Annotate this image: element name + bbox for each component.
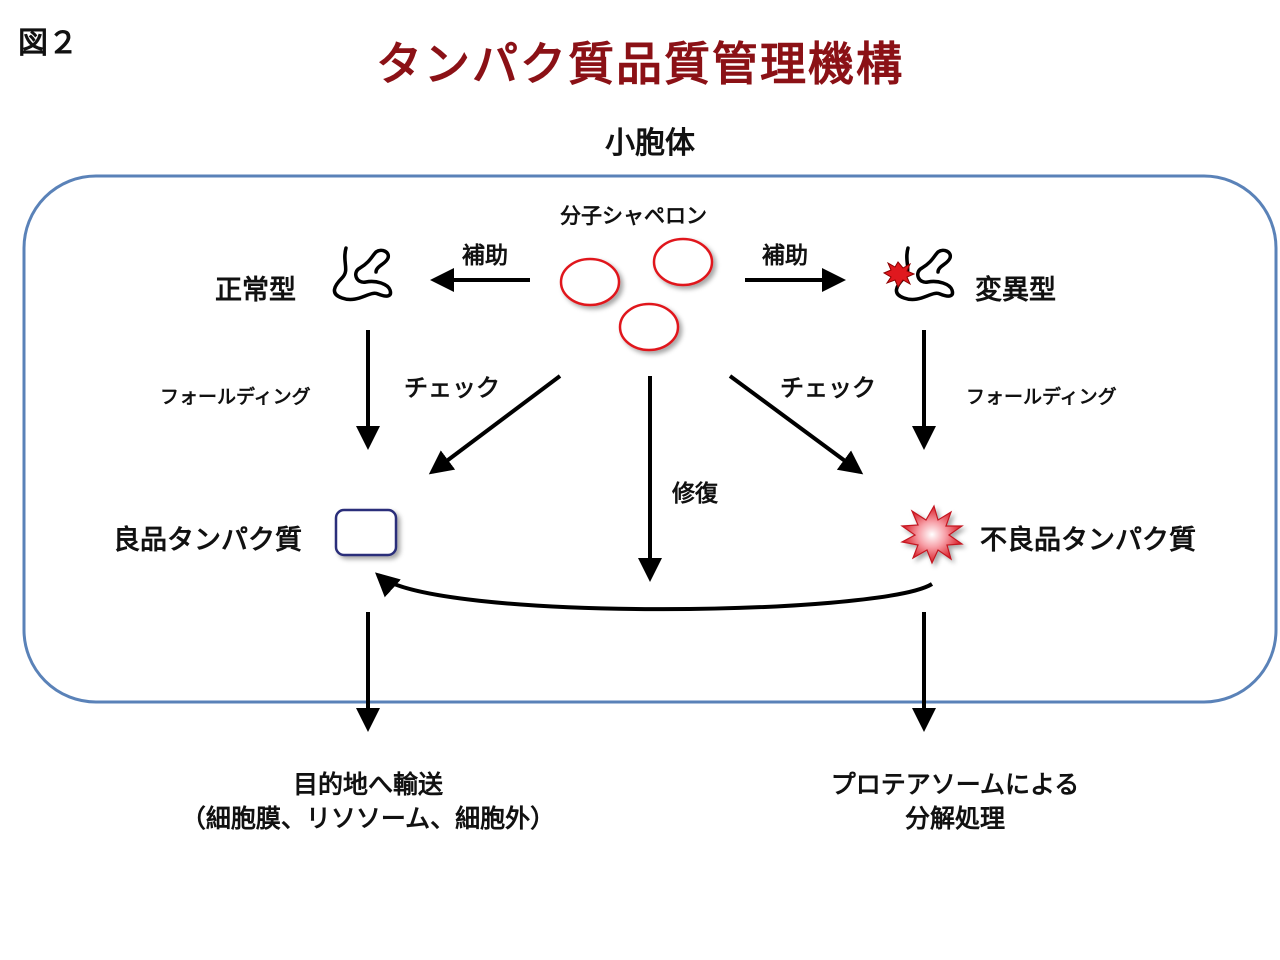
export-destination: 目的地へ輸送 （細胞膜、リソソーム、細胞外） [0,768,736,836]
bad-protein-burst-icon [900,504,964,565]
degradation-destination-line2: 分解処理 [904,804,1005,833]
bad-protein-label: 不良品タンパク質 [980,525,1196,556]
check-right-arrow [728,374,864,475]
check-right-label: チェック [780,374,876,402]
repair-label: 修復 [672,481,718,507]
chaperone-label: 分子シャペロン [560,204,707,228]
normal-protein-icon [332,246,393,302]
good-protein-label: 良品タンパク質 [113,525,302,556]
normal-type-label: 正常型 [215,275,296,306]
er-label: 小胞体 [605,126,695,161]
export-destination-line2: （細胞膜、リソソーム、細胞外） [180,804,556,833]
return-arrow [375,572,934,612]
check-left-label: チェック [404,374,500,402]
er-boundary [22,174,1278,704]
mutant-protein-icon [882,246,955,302]
export-destination-line1: 目的地へ輸送 [292,770,443,799]
mutant-type-label: 変異型 [975,275,1056,306]
mutation-burst-icon [882,261,916,289]
folding-right-label: フォールディング [966,386,1117,408]
chaperone-icon [559,237,714,352]
degradation-destination: プロテアソームによる 分解処理 [620,768,1280,836]
page-title: タンパク質品質管理機構 [376,37,904,91]
assist-left-label: 補助 [462,243,508,269]
check-left-arrow [428,374,562,475]
good-protein-box [334,508,398,557]
folding-left-label: フォールディング [160,386,311,408]
degradation-destination-line1: プロテアソームによる [830,770,1080,799]
assist-right-label: 補助 [762,243,808,269]
figure-label: 図２ [18,26,78,61]
